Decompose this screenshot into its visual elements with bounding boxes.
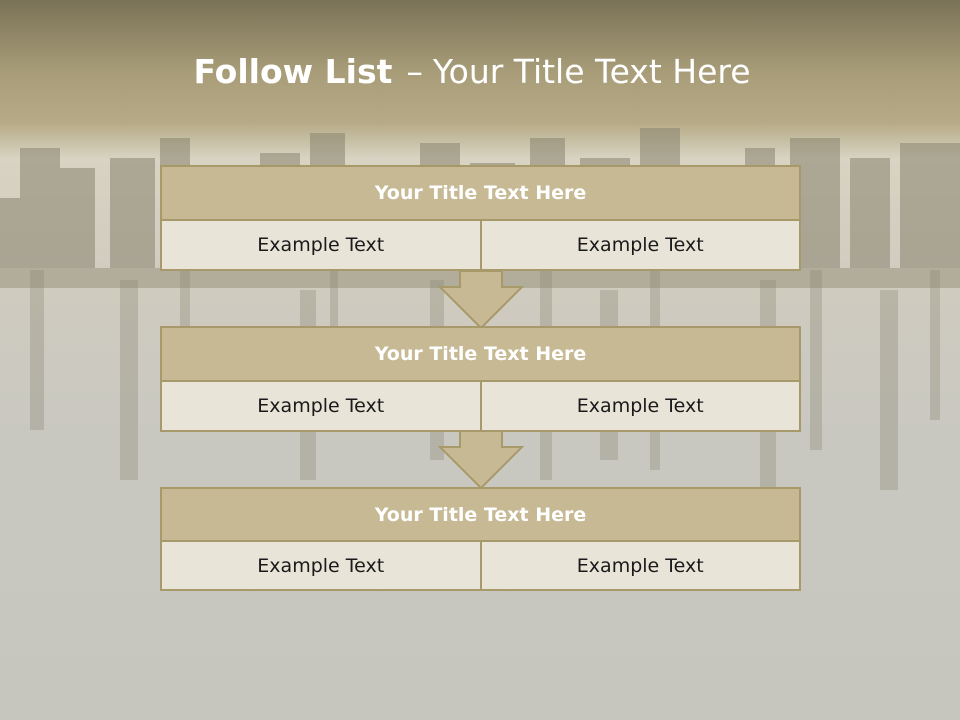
block-cell-right[interactable]: Example Text (479, 542, 800, 589)
slide-title-dash: – (406, 52, 423, 91)
block-row: Example Text Example Text (160, 221, 801, 271)
block-cell-left[interactable]: Example Text (257, 234, 385, 256)
block-cell-right[interactable]: Example Text (479, 382, 800, 430)
block-cell-right[interactable]: Example Text (479, 221, 800, 269)
down-arrow-icon (438, 271, 524, 329)
block-row: Example Text Example Text (160, 542, 801, 591)
down-arrow-icon (438, 431, 524, 489)
block-cell-left[interactable]: Example Text (257, 395, 385, 417)
slide-title-bold: Follow List (193, 52, 393, 91)
block-row: Example Text Example Text (160, 382, 801, 432)
slide-title-rest: Your Title Text Here (432, 52, 751, 91)
follow-block-1: Your Title Text Here Example Text Exampl… (160, 165, 801, 271)
block-title[interactable]: Your Title Text Here (160, 326, 801, 382)
block-title[interactable]: Your Title Text Here (160, 487, 801, 542)
follow-block-3: Your Title Text Here Example Text Exampl… (160, 487, 801, 591)
follow-block-2: Your Title Text Here Example Text Exampl… (160, 326, 801, 432)
slide-title: Follow List–Your Title Text Here (0, 52, 944, 91)
block-cell-left[interactable]: Example Text (257, 554, 385, 577)
block-title[interactable]: Your Title Text Here (160, 165, 801, 221)
